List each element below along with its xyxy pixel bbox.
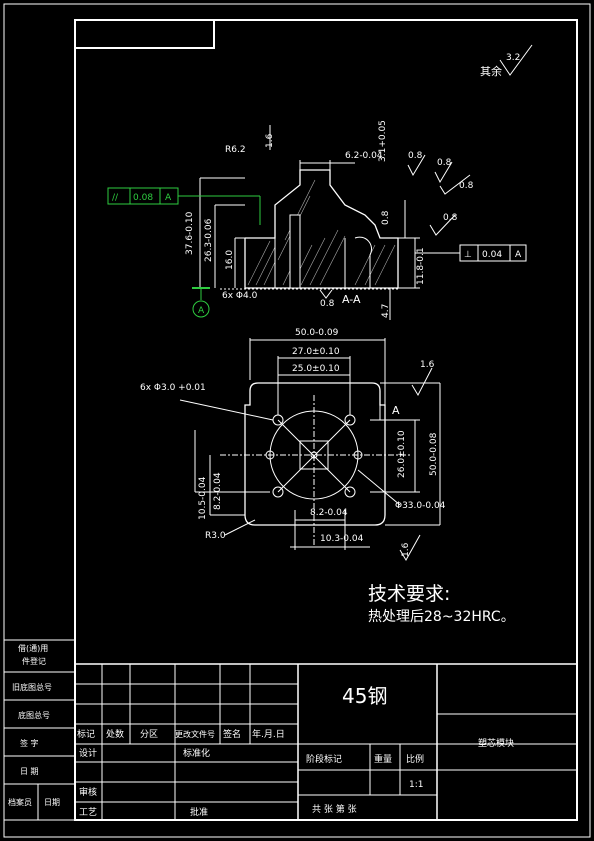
row-design: 设计	[79, 747, 97, 759]
dim-500: 50.0-0.09	[295, 328, 339, 338]
col-mark: 标记	[77, 728, 95, 740]
margin-row1b: 件登记	[22, 656, 46, 666]
row-review: 审核	[79, 786, 97, 798]
finish-8: 1.6	[420, 360, 435, 370]
margin-row2: 旧底图总号	[12, 682, 52, 692]
rest-finish-label: 其余	[480, 64, 502, 78]
dim-holes-3: 6x Φ3.0 +0.01	[140, 383, 206, 393]
margin-row1a: 借(通)用	[18, 643, 48, 653]
dim-62: 6.2-0.04	[345, 151, 383, 161]
finish-9: 1.6	[401, 542, 411, 557]
datum-a-marker: A	[192, 287, 210, 318]
part-name: 塑芯模块	[478, 737, 514, 749]
perp-tol: 0.04	[482, 250, 502, 260]
dim-47: 4.7	[381, 304, 391, 318]
datum-label: A	[198, 306, 205, 316]
col-change-doc: 更改文件号	[175, 729, 215, 739]
row-process: 工艺	[79, 807, 97, 818]
margin-row3: 底图总号	[18, 710, 50, 720]
dim-270: 27.0±0.10	[292, 347, 340, 357]
col-date: 年.月.日	[252, 728, 285, 740]
dim-r30: R3.0	[205, 531, 226, 541]
left-margin-grid	[3, 639, 76, 821]
tech-req-line1: 热处理后28~32HRC。	[368, 609, 515, 625]
tech-req-title: 技术要求:	[368, 583, 450, 605]
section-arrow-a: A	[392, 404, 400, 417]
gdt-parallel-frame: // 0.08 A	[107, 187, 261, 225]
finish-6: 0.8	[320, 299, 335, 309]
finish-2: 0.8	[437, 158, 452, 168]
row-standard: 标准化	[183, 747, 210, 759]
margin-row6b: 日期	[44, 798, 60, 807]
sheet-info: 共 张 第 张	[312, 803, 357, 815]
col-sign: 签名	[223, 728, 241, 740]
dim-160: 16.0	[225, 250, 235, 270]
finish-4: 0.8	[443, 213, 458, 223]
dim-376: 37.6-0.10	[185, 211, 195, 255]
dim-r62: R6.2	[225, 145, 246, 155]
finish-marks-section	[319, 154, 471, 299]
section-view	[199, 125, 420, 320]
dim-263: 26.3-0.06	[204, 218, 214, 262]
title-block-grid	[75, 663, 577, 820]
outer-border	[3, 3, 591, 838]
dim-holes: 6x Φ4.0	[222, 291, 258, 301]
margin-row4: 签 字	[20, 738, 39, 748]
dim-500v: 50.0-0.08	[429, 432, 439, 476]
perp-symbol: ⊥	[464, 250, 472, 260]
rest-finish-note: 其余 3.2	[480, 44, 533, 78]
corner-code-box	[74, 19, 215, 49]
finish-7: 1.6	[265, 133, 275, 148]
finish-3: 0.8	[459, 181, 474, 191]
scale-value: 1:1	[409, 780, 423, 790]
col-count: 处数	[106, 728, 124, 740]
finish-5: 0.8	[381, 210, 391, 225]
weight-label: 重量	[374, 753, 392, 765]
section-label: A-A	[342, 293, 361, 306]
scale-label: 比例	[406, 753, 424, 765]
plan-view	[179, 338, 441, 561]
dim-118: 11.8-0.1	[416, 247, 426, 285]
inner-frame	[74, 19, 578, 821]
margin-row5: 日 期	[20, 767, 39, 776]
parallel-symbol: //	[112, 193, 119, 203]
parallel-datum: A	[165, 193, 172, 203]
material-label: 45钢	[342, 684, 387, 708]
dim-phi33: Φ33.0-0.04	[395, 501, 446, 511]
gdt-perp-frame: ⊥ 0.04 A	[415, 244, 527, 262]
dim-31: 3.1+0.05	[378, 120, 388, 162]
row-approve: 批准	[190, 806, 208, 818]
dim-260: 26.0±0.10	[397, 430, 407, 478]
parallel-tol: 0.08	[133, 193, 153, 203]
stage-label: 阶段标记	[306, 753, 342, 765]
rest-finish-value: 3.2	[506, 53, 520, 63]
dim-103: 10.3-0.04	[320, 534, 364, 544]
dim-82h: 8.2-0.04	[310, 508, 348, 518]
finish-1: 0.8	[408, 151, 423, 161]
margin-row6a: 档案员	[8, 797, 32, 807]
col-zone: 分区	[140, 729, 158, 740]
dim-82v: 8.2-0.04	[213, 472, 223, 510]
dim-250: 25.0±0.10	[292, 364, 340, 374]
perp-datum: A	[515, 250, 522, 260]
dim-105: 10.5-0.04	[198, 476, 208, 520]
